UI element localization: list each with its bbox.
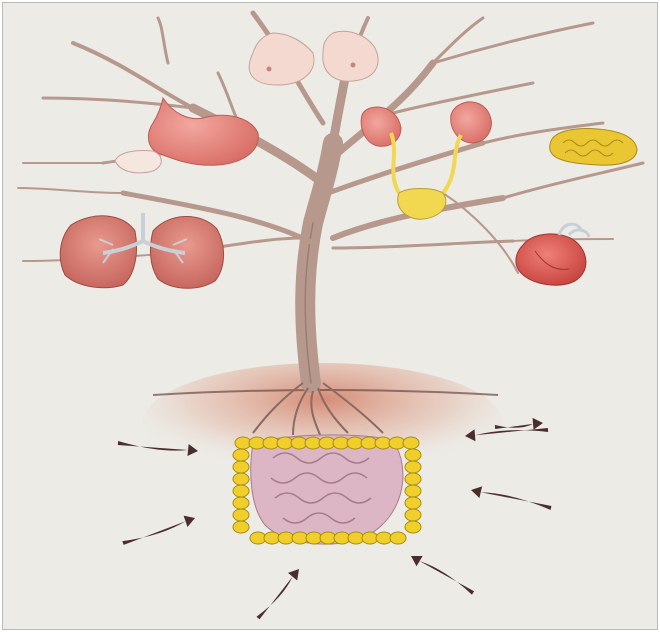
colon-bead xyxy=(403,437,419,449)
colon-bead xyxy=(233,449,249,461)
colon-bead xyxy=(405,485,421,497)
arrow-icon xyxy=(256,569,299,619)
arrow-icon xyxy=(122,516,195,545)
stomach-organ xyxy=(115,98,258,173)
intestines-organ xyxy=(233,435,421,544)
colon-bead xyxy=(405,497,421,509)
colon-bead xyxy=(233,461,249,473)
colon-bead xyxy=(405,449,421,461)
colon-bead xyxy=(405,473,421,485)
colon-bead xyxy=(233,485,249,497)
colon-bead xyxy=(390,532,406,544)
lungs-organ xyxy=(60,213,223,288)
colon-bead xyxy=(233,521,249,533)
colon-bead xyxy=(233,473,249,485)
colon-bead xyxy=(233,497,249,509)
colon-bead xyxy=(405,461,421,473)
heart-organ xyxy=(516,224,589,285)
colon-bead xyxy=(405,509,421,521)
arrow-icon xyxy=(411,556,474,595)
arrow-icon xyxy=(471,486,551,510)
organ-tree-illustration xyxy=(3,3,658,630)
pancreas-organ xyxy=(550,129,637,166)
colon-bead xyxy=(233,509,249,521)
colon-bead xyxy=(405,521,421,533)
breasts-organ xyxy=(249,31,378,85)
